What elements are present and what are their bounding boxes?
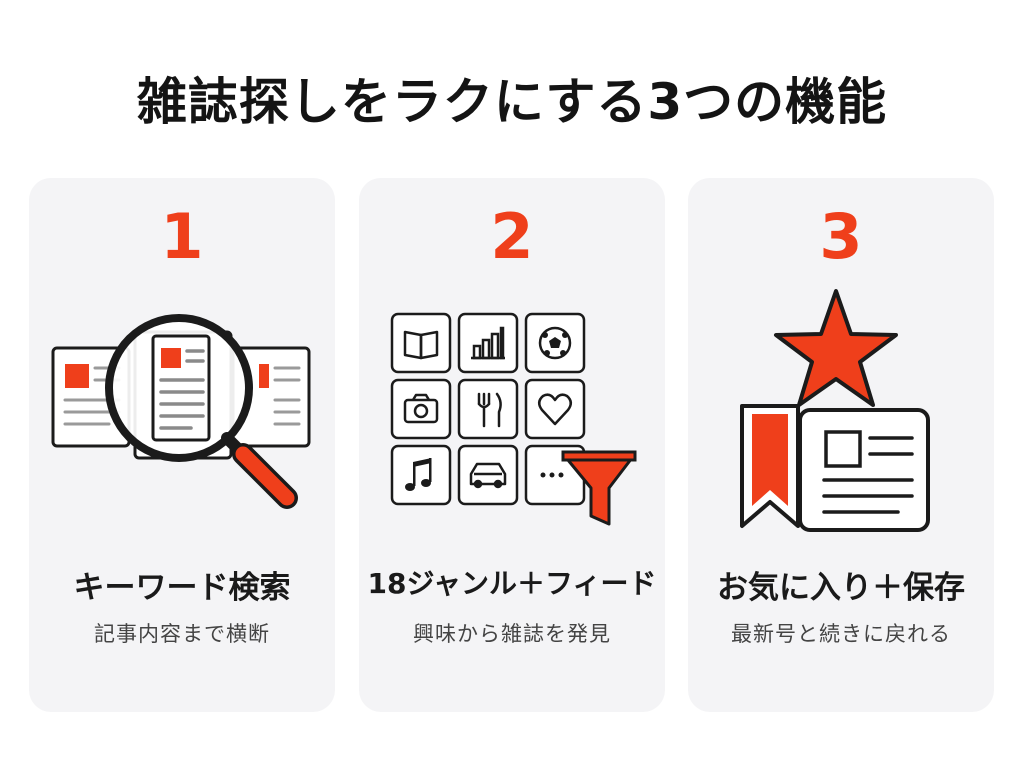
more-dots-icon bbox=[540, 472, 564, 478]
feature-title: 18ジャンル＋フィード bbox=[367, 567, 657, 600]
feature-card-favorites: 3 お気に入り＋保存 最新号と続きに戻れる bbox=[688, 178, 994, 712]
feature-title: キーワード検索 bbox=[73, 570, 291, 606]
feature-card-keyword-search: 1 bbox=[29, 178, 335, 712]
feature-subtitle: 記事内容まで横断 bbox=[94, 622, 270, 646]
heart-icon bbox=[538, 393, 572, 426]
music-note-icon bbox=[405, 458, 432, 491]
feature-subtitle: 興味から雑誌を発見 bbox=[413, 622, 611, 646]
feature-title: お気に入り＋保存 bbox=[717, 570, 965, 606]
bar-chart-icon bbox=[471, 326, 505, 360]
feature-subtitle: 最新号と続きに戻れる bbox=[731, 622, 951, 646]
magnifier-over-documents-icon bbox=[29, 288, 335, 538]
car-icon bbox=[469, 462, 507, 489]
feature-number: 2 bbox=[490, 200, 534, 273]
feature-number: 3 bbox=[819, 200, 863, 273]
book-icon bbox=[403, 330, 439, 360]
camera-icon bbox=[403, 393, 439, 424]
star-bookmark-card-icon bbox=[688, 288, 994, 538]
genre-grid-with-filter-icon bbox=[359, 288, 665, 538]
fork-knife-icon bbox=[477, 392, 502, 428]
soccer-ball-icon bbox=[538, 326, 572, 360]
page-title: 雑誌探しをラクにする3つの機能 bbox=[136, 73, 888, 131]
feature-number: 1 bbox=[160, 200, 204, 273]
star-icon bbox=[774, 289, 898, 407]
feature-card-genre-feed: 2 bbox=[359, 178, 665, 712]
